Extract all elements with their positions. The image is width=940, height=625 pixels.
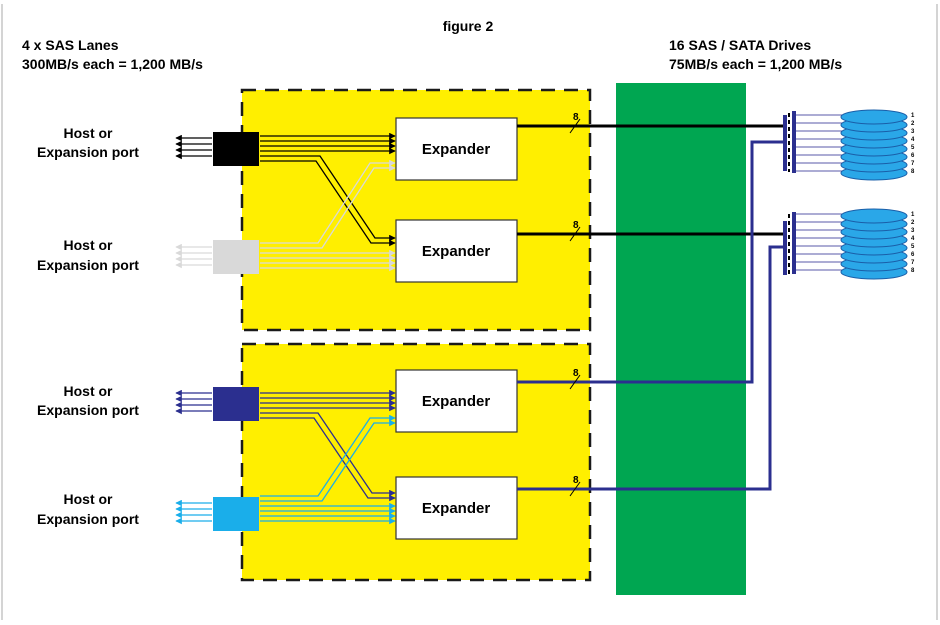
port-4-label-line1: Host or: [64, 491, 114, 507]
drive-disk: [840, 109, 908, 125]
port-3-label-line1: Host or: [64, 383, 114, 399]
drive-number: 5: [911, 145, 915, 151]
drive-number: 3: [911, 228, 915, 234]
drive-number: 2: [911, 121, 915, 127]
expander-2-box: [395, 219, 518, 283]
drive-number: 7: [911, 161, 915, 167]
drive-number: 6: [911, 252, 915, 258]
fanout-lane-lines-1: [796, 114, 843, 172]
port-2-connector: [213, 240, 259, 274]
port-1-connector-arrows: [175, 134, 212, 160]
port-4-label-line2: Expansion port: [37, 511, 139, 527]
drive-number: 3: [911, 129, 915, 135]
lane-count-4: 8: [573, 475, 579, 486]
drive-number: 4: [911, 236, 915, 242]
expander-2-label: Expander: [422, 243, 491, 260]
port-1-label-line2: Expansion port: [37, 144, 139, 160]
black-port-links: [260, 132, 396, 247]
trunk-3: [517, 140, 783, 384]
drive-disk: [840, 208, 908, 224]
port-2-label-line1: Host or: [64, 237, 114, 253]
port-3-label-line2: Expansion port: [37, 402, 139, 418]
drive-number: 4: [911, 137, 915, 143]
expander-1-box: [395, 117, 518, 181]
lane-count-2: 8: [573, 220, 579, 231]
left-heading-line2: 300MB/s each = 1,200 MB/s: [22, 56, 203, 72]
drive-stack-1: 1 2 3 4 5 6 7 8: [840, 109, 915, 181]
expander-1-label: Expander: [422, 141, 491, 158]
lane-count-1: 8: [573, 112, 579, 123]
port-4-connector: [213, 497, 259, 531]
drive-number: 8: [911, 268, 915, 274]
fanout-bus-2-left: [783, 221, 787, 275]
cyan-port-links: [260, 414, 396, 525]
port-3-connector: [213, 387, 259, 421]
drive-number: 1: [911, 113, 915, 119]
right-heading-line2: 75MB/s each = 1,200 MB/s: [669, 56, 842, 72]
expander-3-box: [395, 369, 518, 433]
port-2-connector-arrows: [175, 243, 212, 269]
drive-number: 8: [911, 169, 915, 175]
port-2-label-line2: Expansion port: [37, 257, 139, 273]
lane-count-3: 8: [573, 368, 579, 379]
right-heading-line1: 16 SAS / SATA Drives: [669, 37, 811, 53]
navy-port-links: [260, 389, 396, 502]
lane-slash-marks: [569, 118, 581, 497]
port-3-connector-arrows: [175, 389, 212, 415]
expander-4-box: [395, 476, 518, 540]
drive-number: 1: [911, 212, 915, 218]
port-1-connector: [213, 132, 259, 166]
left-heading-line1: 4 x SAS Lanes: [22, 37, 119, 53]
backplane: [616, 83, 746, 595]
drive-number: 6: [911, 153, 915, 159]
fanout-bus-1-right: [792, 111, 796, 173]
drive-number: 7: [911, 260, 915, 266]
drive-number: 5: [911, 244, 915, 250]
drive-stack-2: 1 2 3 4 5 6 7 8: [840, 208, 915, 280]
fanout-lane-lines-2: [796, 213, 843, 271]
expander-4-label: Expander: [422, 500, 491, 517]
drive-number: 2: [911, 220, 915, 226]
figure-title: figure 2: [443, 18, 494, 34]
port-4-connector-arrows: [175, 499, 212, 525]
port-1-label-line1: Host or: [64, 125, 114, 141]
gray-port-links: [260, 159, 396, 272]
expander-3-label: Expander: [422, 393, 491, 410]
fanout-bus-1-left: [783, 115, 787, 171]
expander-trunk-lines: [517, 124, 783, 491]
trunk-4: [517, 245, 783, 491]
fanout-bus-2-right: [792, 212, 796, 274]
